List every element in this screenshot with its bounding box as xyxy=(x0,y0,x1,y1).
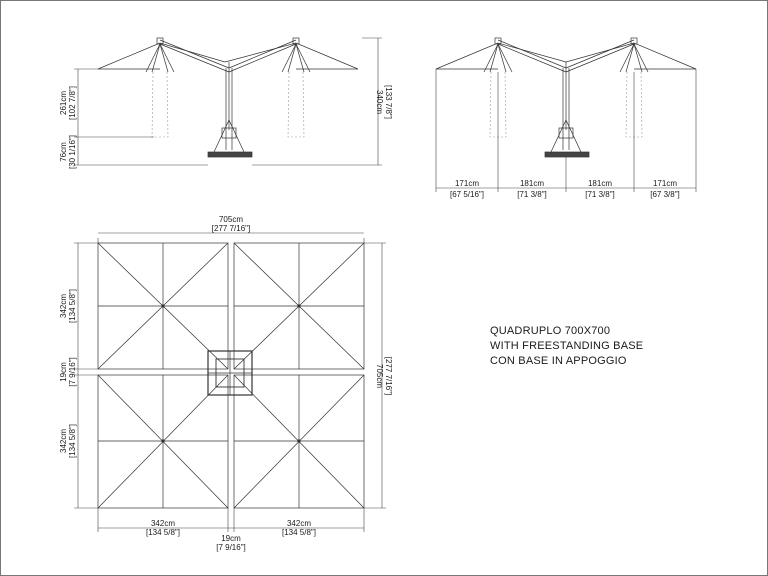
dim-bottom-left-in: [134 5/8"] xyxy=(146,528,180,537)
dim-plan-height-in: [277 7/16"] xyxy=(384,357,393,395)
front-dimension-lines xyxy=(435,69,697,192)
dim-bottom-gap-in: [7 9/16"] xyxy=(216,543,246,552)
side-dim-labels: 261cm [102 7/8"] 76cm [30 1/16"] 340cm [… xyxy=(59,85,393,169)
dim-plan-width-in: [277 7/16"] xyxy=(212,224,250,233)
front-elevation xyxy=(435,37,697,158)
dim-span-3-cm: 181cm xyxy=(588,179,612,188)
side-dimension-lines xyxy=(74,37,382,166)
plan-hubs xyxy=(161,304,301,443)
dim-canopy-height-in: [102 7/8"] xyxy=(68,86,77,120)
dim-plan-width-cm: 705cm xyxy=(219,215,243,224)
dim-total-height-cm: 340cm xyxy=(375,90,384,114)
dim-top-panel-in: [134 5/8"] xyxy=(68,289,77,323)
dim-bottom-gap-cm: 19cm xyxy=(221,534,241,543)
dim-top-panel-cm: 342cm xyxy=(59,294,68,318)
dim-span-2-cm: 181cm xyxy=(520,179,544,188)
dim-canopy-height-cm: 261cm xyxy=(59,91,68,115)
plan-dimension-lines xyxy=(74,232,386,532)
dim-span-3-in: [71 3/8"] xyxy=(585,190,615,199)
dim-bottom-right-cm: 342cm xyxy=(287,519,311,528)
title-line-2: WITH FREESTANDING BASE xyxy=(490,340,643,352)
side-elevation xyxy=(97,37,359,158)
dim-span-1-in: [67 5/16"] xyxy=(450,190,484,199)
dim-plan-height-cm: 705cm xyxy=(375,364,384,388)
dim-clear-height-in: [30 1/16"] xyxy=(68,135,77,169)
dim-span-4-in: [67 3/8"] xyxy=(650,190,680,199)
dim-bottom-panel-cm: 342cm xyxy=(59,429,68,453)
dim-total-height-in: [133 7/8"] xyxy=(384,85,393,119)
side-drapes xyxy=(151,71,305,138)
dim-gap-in: [7 9/16"] xyxy=(68,357,77,387)
dim-bottom-panel-in: [134 5/8"] xyxy=(68,424,77,458)
title-block: QUADRUPLO 700X700 WITH FREESTANDING BASE… xyxy=(490,325,643,367)
plan-dim-labels: 705cm [277 7/16"] 342cm [134 5/8"] 19cm … xyxy=(59,215,393,552)
front-dim-labels: 171cm [67 5/16"] 181cm [71 3/8"] 181cm [… xyxy=(450,179,680,199)
dim-span-1-cm: 171cm xyxy=(455,179,479,188)
dim-bottom-right-in: [134 5/8"] xyxy=(282,528,316,537)
title-line-1: QUADRUPLO 700X700 xyxy=(490,325,610,337)
dim-gap-cm: 19cm xyxy=(59,362,68,382)
dim-span-2-in: [71 3/8"] xyxy=(517,190,547,199)
title-line-3: CON BASE IN APPOGGIO xyxy=(490,355,627,367)
dim-clear-height-cm: 76cm xyxy=(59,142,68,162)
dim-bottom-left-cm: 342cm xyxy=(151,519,175,528)
dim-span-4-cm: 171cm xyxy=(653,179,677,188)
